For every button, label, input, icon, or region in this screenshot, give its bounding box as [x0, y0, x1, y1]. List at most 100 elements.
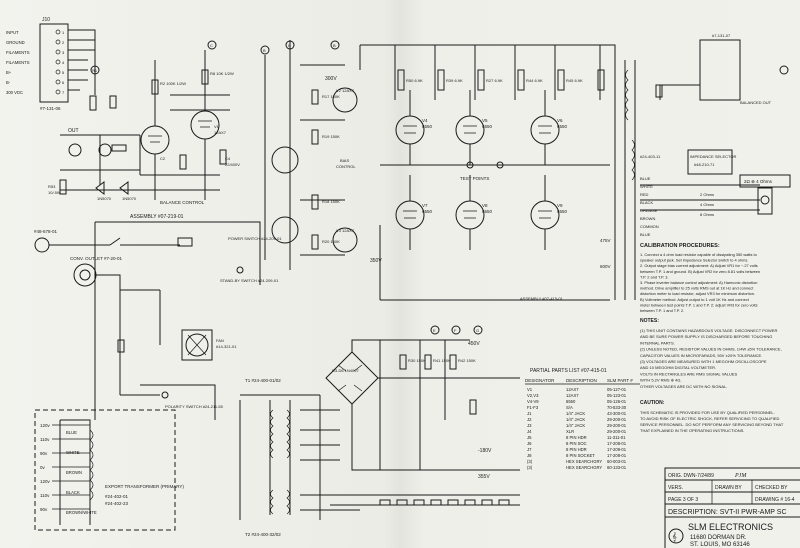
calibration-line: meter between test points T.P. 1 and T.P… [640, 302, 758, 307]
export-tap: 120v [40, 423, 51, 428]
parts-designator: V4-V9 [527, 399, 539, 404]
svg-text:C: C [210, 43, 213, 48]
export-part-2: #24-402-23 [105, 501, 129, 506]
balanced-label: BALANCED OUT [740, 100, 772, 105]
j10-pin [55, 89, 61, 95]
svg-text:C2: C2 [160, 156, 166, 161]
svg-text:3: 3 [62, 50, 65, 55]
output-tube-icon [530, 115, 560, 145]
notes-block: NOTES: (1) THIS UNIT CONTAINS HAZARDOUS … [640, 318, 784, 433]
polarity-switch: POLARITY SWITCH #24-211-55 [165, 404, 224, 409]
tb-drawn-by: DRAWN BY [715, 485, 742, 491]
output-tube-icon [395, 115, 425, 145]
parts-designator: J3 [527, 423, 532, 428]
j10-pin [55, 79, 61, 85]
svg-text:1: 1 [62, 30, 65, 35]
j10-pin [55, 29, 61, 35]
parts-description: 8 PIN SOCKET [566, 453, 595, 458]
assembly-label: ASSEMBLY #07-219-01 [130, 214, 184, 220]
svg-text:2: 2 [62, 40, 65, 45]
output-tube-icon [455, 200, 485, 230]
ot-wire-label: BLUE [640, 232, 651, 237]
parts-title: PARTIAL PARTS LIST #07-415-01 [530, 368, 607, 374]
t2-label: T2 #24-400-32/02 [245, 532, 281, 537]
ot-part: #24-403-11 [640, 154, 661, 159]
tube-label: V4 [422, 118, 428, 123]
note-line: CAPACITOR VALUES IN MICROFARADS, 50V ±20… [640, 353, 762, 358]
svg-text:R41 150K: R41 150K [433, 358, 451, 363]
power-cord-part: #48-678-01 [34, 229, 58, 234]
parts-description: S/A [566, 405, 573, 410]
rail-300v: 300V [325, 76, 337, 82]
svg-text:G: G [476, 328, 479, 333]
output-stage: R50 6.9K R39 6.9K R27 6.9K R44 6.9K R45 … [359, 44, 616, 301]
parts-number: 60-133-01 [607, 465, 627, 470]
caution-line: SERVICE PERSONNEL. DO NOT PERFORM ANY SE… [640, 422, 784, 427]
parts-description: XLR [566, 429, 574, 434]
impedance-selector-box [687, 149, 733, 175]
svg-text:R27 6.9K: R27 6.9K [486, 78, 503, 83]
rail-450: 450V [468, 341, 480, 347]
output-tube-icon [455, 115, 485, 145]
export-tap: 110v [40, 437, 50, 442]
j10-pin-label: B- [6, 80, 11, 85]
svg-text:22/400V: 22/400V [225, 162, 240, 167]
note-line: OTHER VOLTAGES ARE DC WITH NO SIGNAL. [640, 384, 727, 389]
parts-h-designator: DESIGNATOR [525, 378, 555, 383]
parts-description: 1/4" JACK [566, 417, 585, 422]
export-transformer: 120v110v90v0v120v110v90vBLUEWHITEBROWNBL… [34, 409, 184, 531]
j10-pin-label: 300 VDC [6, 90, 23, 95]
calibration-line: B) Voltmeter method. Adjust output to 1 … [640, 297, 750, 302]
j10-pin [55, 49, 61, 55]
tb-description: DESCRIPTION: SVT-II PWR-AMP SC [668, 509, 787, 516]
note-line: VOLTS IN RECTANGLES ARE RMS SIGNAL VALUE… [640, 371, 738, 376]
svg-text:5: 5 [62, 70, 65, 75]
parts-description: 1/4" JACK [566, 423, 585, 428]
svg-text:R2 100K 1/2W: R2 100K 1/2W [160, 81, 186, 86]
export-tap: 90v [40, 451, 48, 456]
parts-number: 05-123-01 [607, 393, 627, 398]
ot-wire-label: RED [640, 192, 649, 197]
tb-page: PAGE 3 OF 3 [668, 497, 698, 503]
export-wire: BROWN [66, 470, 82, 475]
ohm-4: 4 Ohms [700, 202, 714, 207]
slm-logo-icon [668, 528, 684, 544]
title-block: ORIG. DWN-7/24/89 PJM VERS. DRAWN BY CHE… [664, 467, 800, 548]
tube-type: 6550 [482, 209, 493, 214]
parts-number: 17-208-01 [607, 441, 627, 446]
calibration-line: 3. Phase inverter balance control adjust… [640, 280, 757, 285]
export-tap: 90v [40, 507, 48, 512]
svg-text:BIAS: BIAS [340, 158, 349, 163]
parts-description: 6550 [566, 399, 576, 404]
tb-vers: VERS. [668, 485, 683, 491]
tube-label: V7 [422, 203, 428, 208]
export-tap: 120v [40, 479, 51, 484]
svg-text:V1: V1 [214, 124, 220, 129]
parts-description: HEX SEARCHGRY [566, 459, 602, 464]
tube-label: V5 [482, 118, 488, 123]
tb-address-1: 11680 DORMAN DR. [690, 535, 747, 541]
svg-text:C4: C4 [225, 156, 231, 161]
export-tap: 0v [40, 465, 46, 470]
parts-description: 1/4" JACK [566, 411, 585, 416]
calibration-title: CALIBRATION PROCEDURES: [640, 243, 720, 249]
svg-text:10/.5W: 10/.5W [48, 190, 61, 195]
rail-350v: 350V [370, 258, 382, 264]
svg-text:R17 150K: R17 150K [322, 94, 340, 99]
parts-designator: J2 [527, 417, 532, 422]
calibration-line: T.P. 2 and T.P. 3. [640, 274, 669, 279]
svg-text:R30 150K: R30 150K [408, 358, 426, 363]
svg-text:V2 12AX7: V2 12AX7 [336, 88, 355, 93]
j10-pin [55, 69, 61, 75]
conv-outlet: CONV. OUTLET #7-20-01 [70, 256, 123, 261]
tube-label: V9 [557, 203, 563, 208]
power-transformers: T1 #24-400-01/02 T2 #24-400-32/02 [239, 378, 360, 537]
j10-pin [55, 59, 61, 65]
svg-text:H: H [288, 43, 291, 48]
rail-neg180: -180V [478, 448, 492, 454]
standby-switch: STAND-BY SWITCH #24-209-01 [220, 278, 279, 283]
parts-number: 29-200-01 [607, 423, 627, 428]
export-tap: 110v [40, 493, 50, 498]
tube-label: V6 [557, 118, 563, 123]
